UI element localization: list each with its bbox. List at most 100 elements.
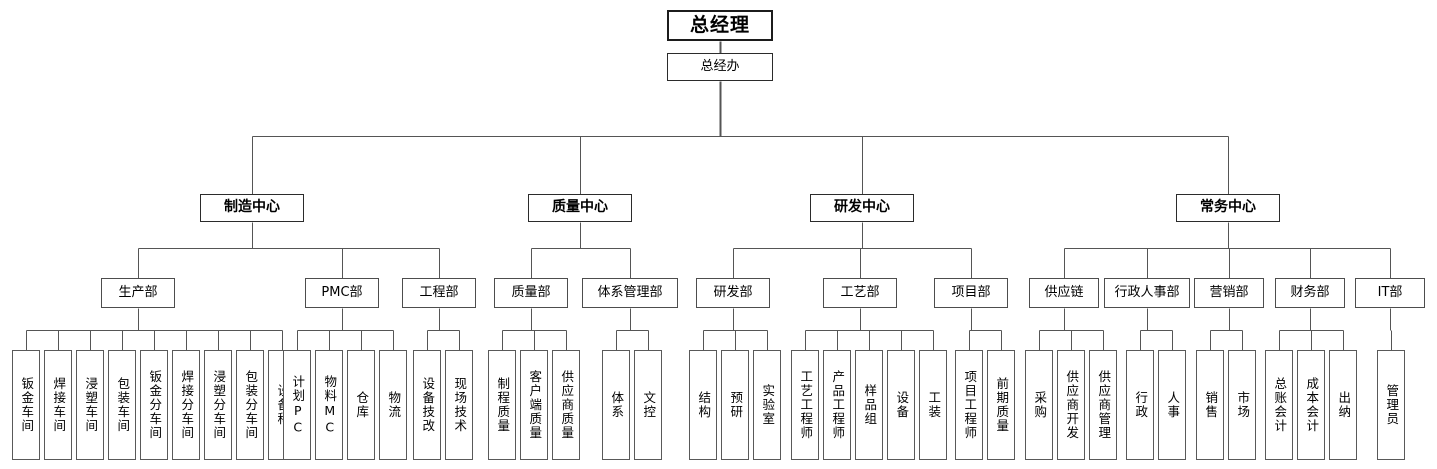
org-node-team-33[interactable]: 行政 — [1126, 350, 1154, 460]
org-node-dept-label: 财务部 — [1290, 284, 1330, 300]
org-node-team-22[interactable]: 实验室 — [753, 350, 781, 460]
org-node-team-label: 仓库 — [354, 391, 370, 419]
org-node-team-27[interactable]: 工装 — [919, 350, 947, 460]
org-node-dept-label: 工艺部 — [840, 284, 880, 300]
org-node-team-label: 管理员 — [1384, 384, 1400, 426]
org-node-team-23[interactable]: 工艺工程师 — [791, 350, 819, 460]
org-node-team-label: 文控 — [641, 391, 657, 419]
org-node-center-1[interactable]: 质量中心 — [528, 194, 632, 222]
org-node-team-label: 包装车间 — [115, 377, 131, 433]
org-node-team-25[interactable]: 样品组 — [855, 350, 883, 460]
org-node-team-5[interactable]: 焊接分车间 — [172, 350, 200, 460]
org-node-dept-label: 体系管理部 — [597, 284, 663, 300]
org-node-team-label: 物料MC — [322, 374, 338, 436]
org-node-team-label: 产品工程师 — [830, 370, 846, 440]
org-node-office-label: 总经办 — [700, 58, 740, 74]
org-node-dept-2[interactable]: 工程部 — [402, 278, 476, 308]
org-node-team-18[interactable]: 体系 — [602, 350, 630, 460]
org-node-dept-3[interactable]: 质量部 — [494, 278, 568, 308]
org-node-team-38[interactable]: 成本会计 — [1297, 350, 1325, 460]
org-node-team-13[interactable]: 设备技改 — [413, 350, 441, 460]
org-node-team-4[interactable]: 钣金分车间 — [140, 350, 168, 460]
org-node-dept-label: 工程部 — [419, 284, 459, 300]
org-node-team-2[interactable]: 浸塑车间 — [76, 350, 104, 460]
org-node-team-label: 工艺工程师 — [798, 370, 814, 440]
org-node-team-label: 供应商质量 — [559, 370, 575, 440]
org-node-team-label: 客户端质量 — [527, 370, 543, 440]
org-node-dept-7[interactable]: 项目部 — [934, 278, 1008, 308]
org-node-team-26[interactable]: 设备 — [887, 350, 915, 460]
org-node-team-label: 现场技术 — [452, 377, 468, 433]
org-node-dept-8[interactable]: 供应链 — [1029, 278, 1099, 308]
org-node-team-14[interactable]: 现场技术 — [445, 350, 473, 460]
org-node-center-label: 常务中心 — [1200, 199, 1256, 216]
org-node-dept-10[interactable]: 营销部 — [1194, 278, 1264, 308]
org-node-team-31[interactable]: 供应商开发 — [1057, 350, 1085, 460]
org-node-root-root[interactable]: 总经理 — [667, 10, 773, 41]
org-node-team-17[interactable]: 供应商质量 — [552, 350, 580, 460]
org-node-dept-label: 质量部 — [511, 284, 551, 300]
org-node-team-label: 焊接车间 — [51, 377, 67, 433]
org-node-center-label: 制造中心 — [224, 199, 280, 216]
org-node-team-3[interactable]: 包装车间 — [108, 350, 136, 460]
org-node-team-label: 总账会计 — [1272, 377, 1288, 433]
org-node-team-label: 钣金车间 — [19, 377, 35, 433]
org-node-team-label: 设备技改 — [420, 377, 436, 433]
org-node-dept-label: IT部 — [1377, 284, 1403, 300]
org-node-dept-12[interactable]: IT部 — [1355, 278, 1425, 308]
org-node-team-label: 供应商开发 — [1064, 370, 1080, 440]
org-node-team-35[interactable]: 销售 — [1196, 350, 1224, 460]
org-node-team-label: 焊接分车间 — [179, 370, 195, 440]
org-node-root-label: 总经理 — [689, 13, 750, 36]
org-node-team-label: 制程质量 — [495, 377, 511, 433]
org-node-dept-1[interactable]: PMC部 — [305, 278, 379, 308]
org-node-team-label: 人事 — [1165, 391, 1181, 419]
org-node-dept-4[interactable]: 体系管理部 — [582, 278, 678, 308]
org-node-team-0[interactable]: 钣金车间 — [12, 350, 40, 460]
org-node-team-20[interactable]: 结构 — [689, 350, 717, 460]
org-node-team-label: 工装 — [926, 391, 942, 419]
org-node-team-29[interactable]: 前期质量 — [987, 350, 1015, 460]
org-node-team-39[interactable]: 出纳 — [1329, 350, 1357, 460]
org-node-team-36[interactable]: 市场 — [1228, 350, 1256, 460]
org-node-team-24[interactable]: 产品工程师 — [823, 350, 851, 460]
org-node-team-19[interactable]: 文控 — [634, 350, 662, 460]
org-node-team-30[interactable]: 采购 — [1025, 350, 1053, 460]
org-node-team-10[interactable]: 物料MC — [315, 350, 343, 460]
org-node-dept-6[interactable]: 工艺部 — [823, 278, 897, 308]
org-node-dept-label: 研发部 — [713, 284, 753, 300]
org-node-team-9[interactable]: 计划PC — [283, 350, 311, 460]
org-node-team-label: 销售 — [1203, 391, 1219, 419]
org-node-team-21[interactable]: 预研 — [721, 350, 749, 460]
org-node-team-28[interactable]: 项目工程师 — [955, 350, 983, 460]
org-node-team-label: 包装分车间 — [243, 370, 259, 440]
org-node-team-6[interactable]: 浸塑分车间 — [204, 350, 232, 460]
org-node-team-label: 实验室 — [760, 384, 776, 426]
org-node-team-15[interactable]: 制程质量 — [488, 350, 516, 460]
org-node-team-40[interactable]: 管理员 — [1377, 350, 1405, 460]
org-node-center-2[interactable]: 研发中心 — [810, 194, 914, 222]
org-node-team-12[interactable]: 物流 — [379, 350, 407, 460]
org-node-dept-9[interactable]: 行政人事部 — [1104, 278, 1190, 308]
org-node-team-label: 浸塑分车间 — [211, 370, 227, 440]
org-node-dept-5[interactable]: 研发部 — [696, 278, 770, 308]
org-node-team-label: 出纳 — [1336, 391, 1352, 419]
org-node-team-16[interactable]: 客户端质量 — [520, 350, 548, 460]
org-node-team-1[interactable]: 焊接车间 — [44, 350, 72, 460]
org-node-center-3[interactable]: 常务中心 — [1176, 194, 1280, 222]
org-node-team-37[interactable]: 总账会计 — [1265, 350, 1293, 460]
org-node-dept-0[interactable]: 生产部 — [101, 278, 175, 308]
org-node-team-label: 项目工程师 — [962, 370, 978, 440]
org-node-office-gm-office[interactable]: 总经办 — [667, 53, 773, 81]
org-node-dept-label: 项目部 — [951, 284, 991, 300]
org-node-team-label: 结构 — [696, 391, 712, 419]
org-node-team-11[interactable]: 仓库 — [347, 350, 375, 460]
org-node-team-label: 市场 — [1235, 391, 1251, 419]
org-node-team-32[interactable]: 供应商管理 — [1089, 350, 1117, 460]
org-node-team-label: 计划PC — [290, 374, 306, 436]
org-node-center-0[interactable]: 制造中心 — [200, 194, 304, 222]
org-node-team-34[interactable]: 人事 — [1158, 350, 1186, 460]
org-node-dept-11[interactable]: 财务部 — [1275, 278, 1345, 308]
org-node-team-7[interactable]: 包装分车间 — [236, 350, 264, 460]
